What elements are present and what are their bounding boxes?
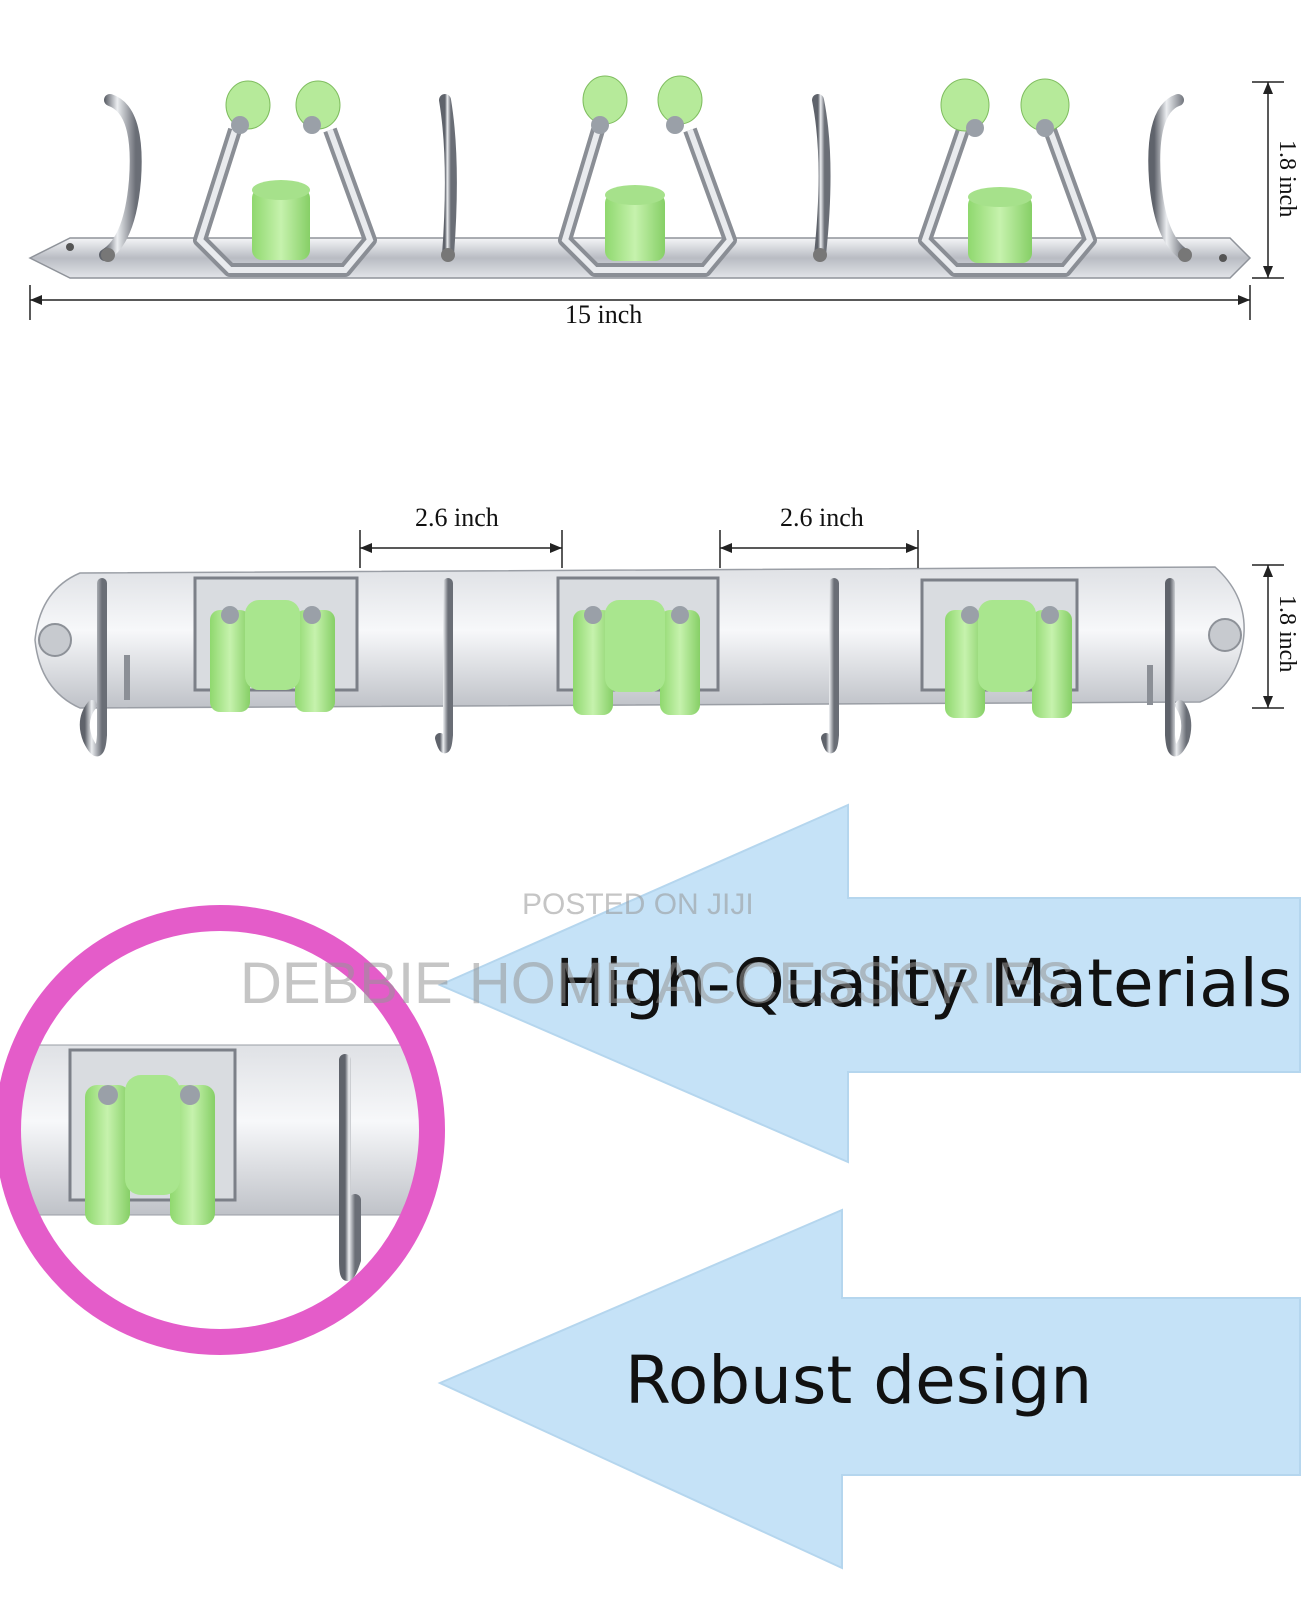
watermark-seller: DEBBIE HOME ACCESSORIES (240, 951, 1075, 1016)
watermark-posted: POSTED ON JIJI (522, 888, 754, 921)
design-callout: Robust design (625, 1342, 1093, 1419)
arrow-left-icon (437, 803, 1301, 1164)
spacing-left-label: 2.6 inch (415, 503, 499, 532)
materials-callout: High-Quality Materials (555, 945, 1293, 1022)
total-length-label: 15 inch (565, 300, 643, 329)
arrow-left-icon (437, 1208, 1301, 1570)
spacing-right-label: 2.6 inch (780, 503, 864, 532)
